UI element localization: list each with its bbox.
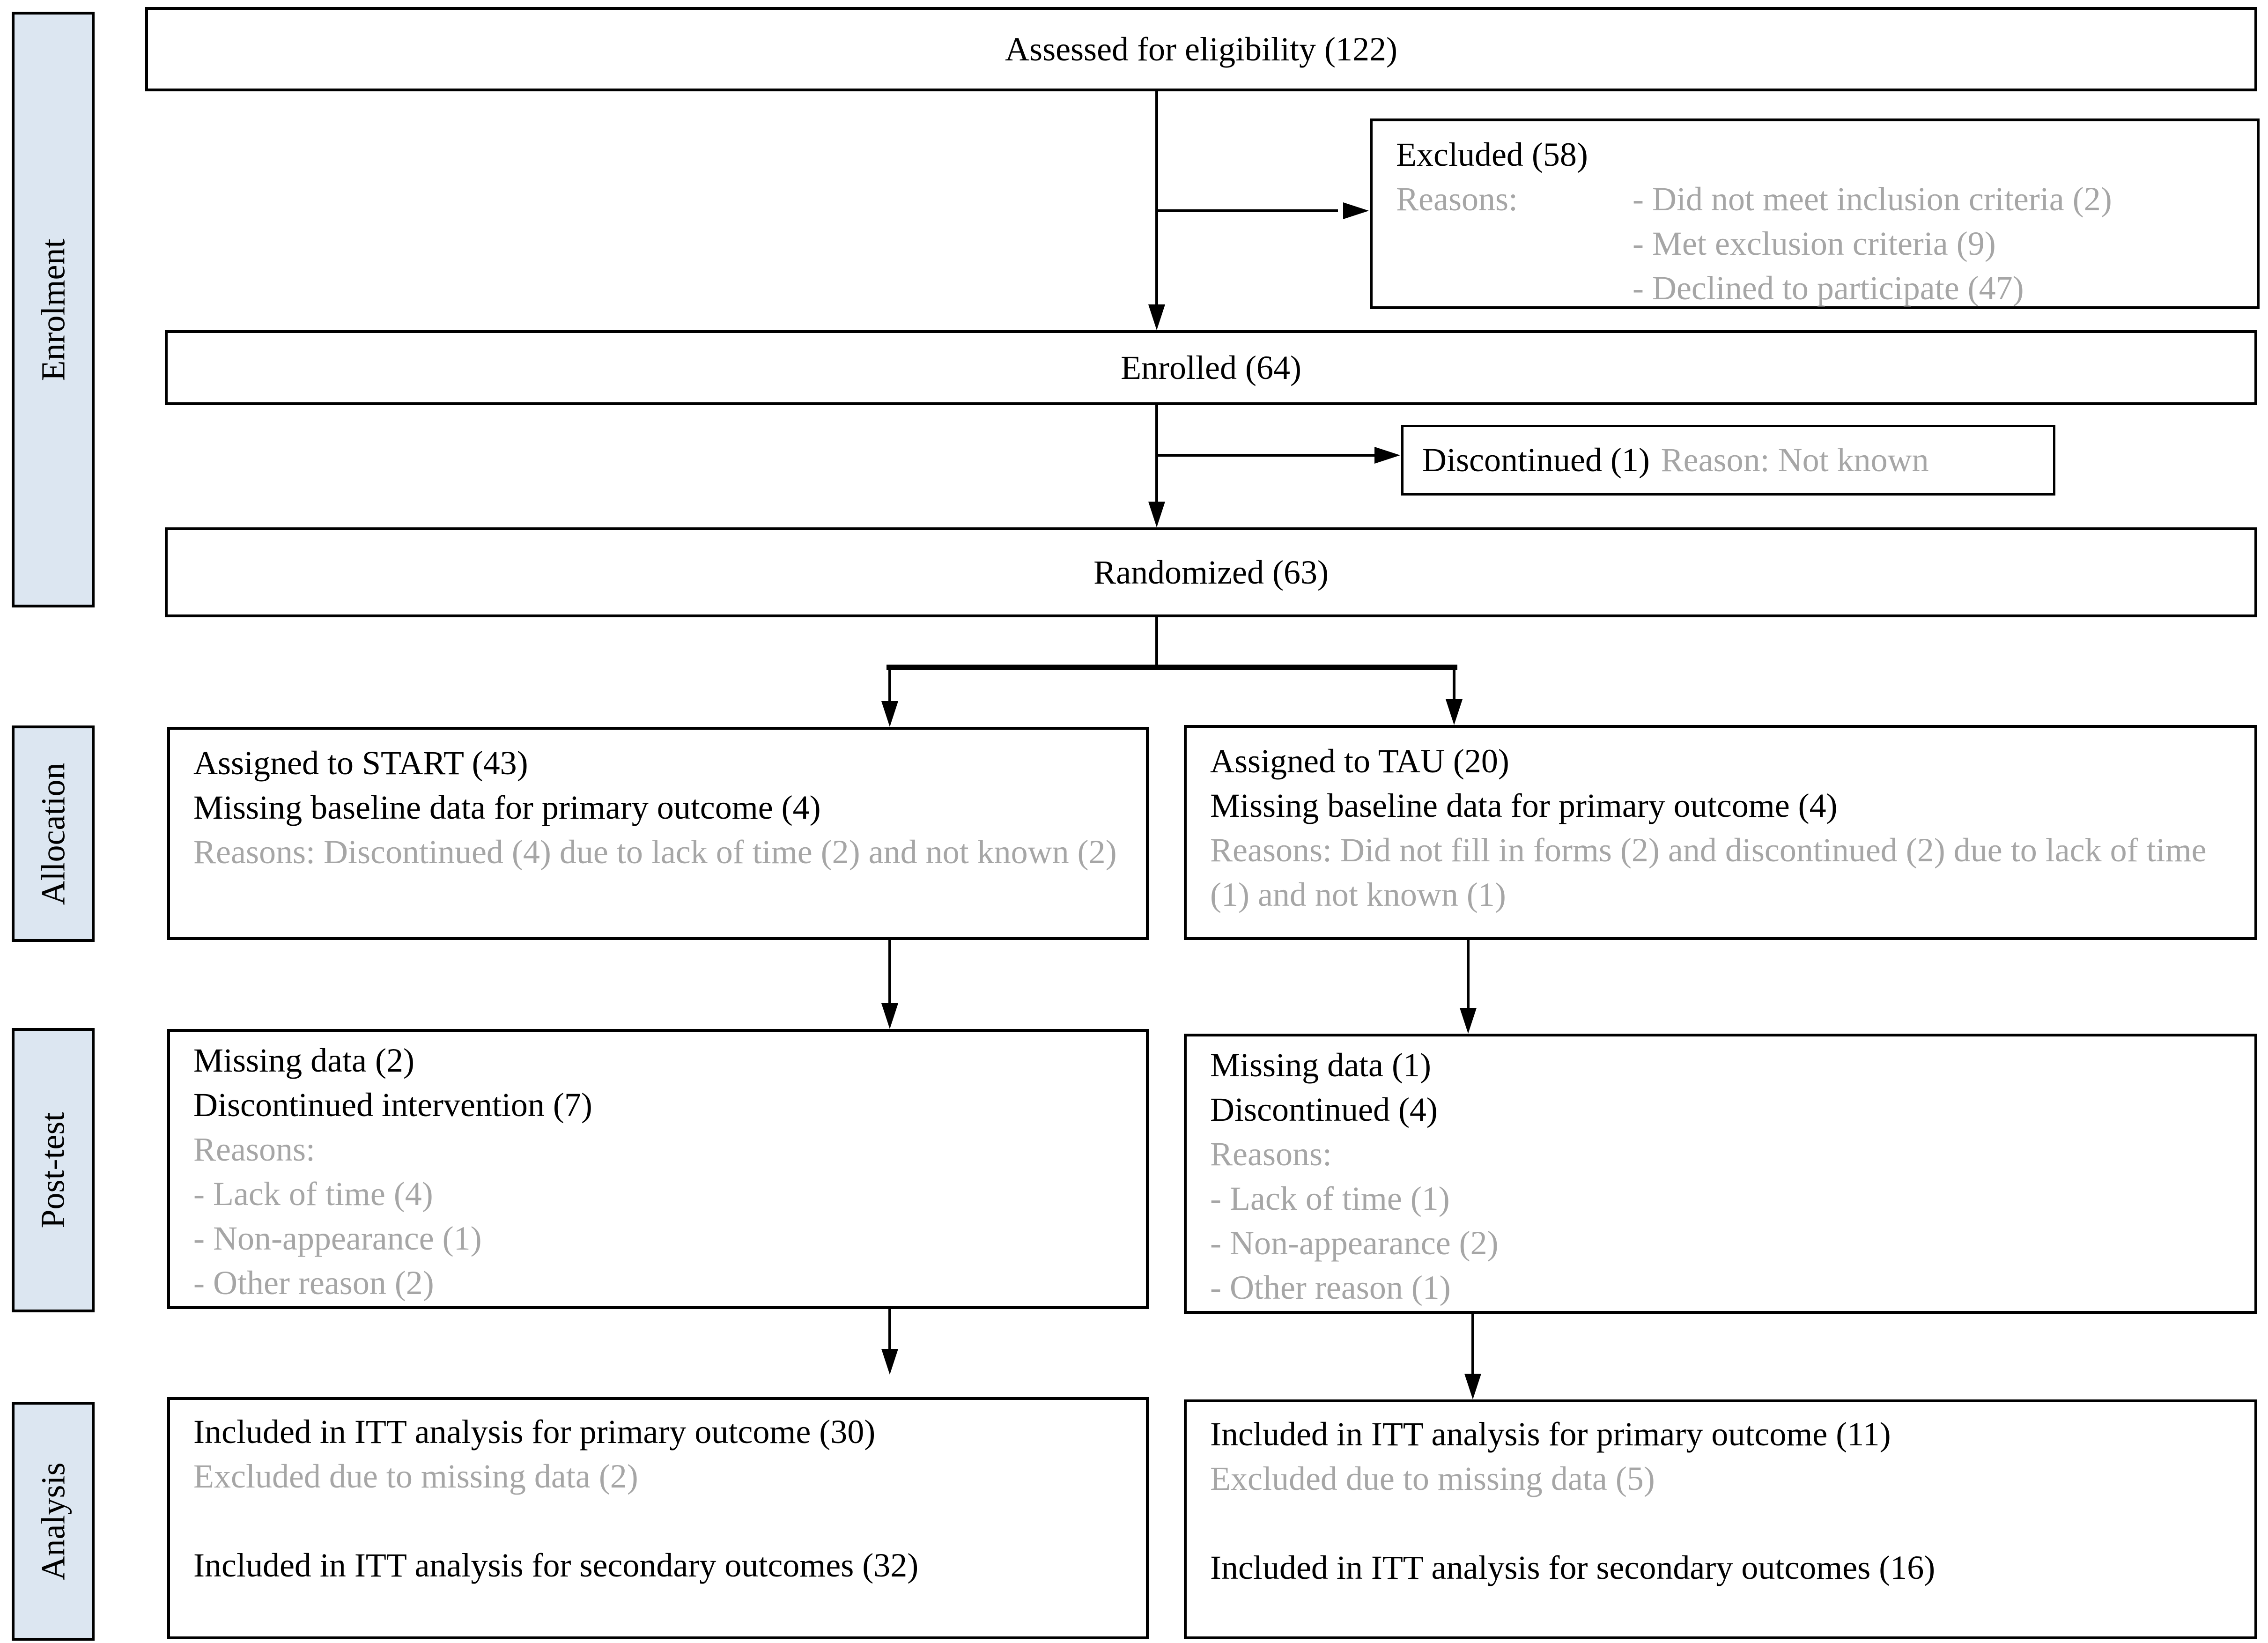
arrowhead-right-discontinued — [1374, 447, 1400, 464]
connector-split-alloc-start — [888, 667, 891, 703]
analysis-start-line3: Included in ITT analysis for secondary o… — [193, 1547, 919, 1584]
post-test-start-line1: Missing data (2) — [193, 1042, 414, 1079]
stage-allocation: Allocation — [12, 725, 95, 942]
enrolled-text: Enrolled (64) — [1121, 348, 1301, 386]
post-test-tau-reason-item: - Other reason (1) — [1210, 1269, 1451, 1306]
connector-split-alloc-tau — [1453, 667, 1455, 701]
stage-enrolment-label: Enrolment — [34, 238, 72, 381]
connector-post-analysis-start — [888, 1309, 891, 1350]
allocation-tau-line1: Assigned to TAU (20) — [1210, 742, 1509, 780]
analysis-start-box: Included in ITT analysis for primary out… — [167, 1397, 1149, 1639]
excluded-reason-item: - Declined to participate (47) — [1633, 269, 2024, 307]
analysis-tau-line2: Excluded due to missing data (5) — [1210, 1460, 1655, 1497]
post-test-start-reasons-label: Reasons: — [193, 1131, 315, 1168]
arrowhead-down-analysis-tau — [1464, 1374, 1481, 1399]
post-test-start-reason-item: - Non-appearance (1) — [193, 1220, 482, 1257]
connector-randomized-split — [1155, 617, 1158, 667]
post-test-start-box: Missing data (2) Discontinued interventi… — [167, 1029, 1149, 1309]
connector-post-analysis-tau — [1471, 1314, 1474, 1375]
allocation-start-box: Assigned to START (43) Missing baseline … — [167, 727, 1149, 940]
stage-allocation-label: Allocation — [34, 762, 72, 905]
stage-post-test-label: Post-test — [34, 1112, 72, 1229]
discontinued-box: Discontinued (1) Reason: Not known — [1401, 425, 2055, 496]
allocation-start-line2: Missing baseline data for primary outcom… — [193, 789, 821, 826]
connector-enrolled-randomized — [1155, 405, 1158, 502]
post-test-tau-box: Missing data (1) Discontinued (4) Reason… — [1184, 1034, 2257, 1314]
allocation-tau-reasons: Reasons: Did not fill in forms (2) and d… — [1210, 831, 2207, 913]
analysis-tau-line1: Included in ITT analysis for primary out… — [1210, 1415, 1891, 1453]
analysis-start-line2: Excluded due to missing data (2) — [193, 1458, 638, 1495]
randomized-box: Randomized (63) — [165, 527, 2257, 617]
excluded-title: Excluded (58) — [1396, 136, 1588, 173]
post-test-start-line2: Discontinued intervention (7) — [193, 1086, 592, 1124]
blank-line — [193, 1499, 1123, 1543]
post-test-tau-reasons-label: Reasons: — [1210, 1135, 1332, 1173]
stage-enrolment: Enrolment — [12, 12, 95, 607]
discontinued-reason-text: Reason: Not known — [1661, 441, 1929, 479]
post-test-tau-line2: Discontinued (4) — [1210, 1091, 1438, 1128]
excluded-reasons-label: Reasons: — [1396, 180, 1518, 218]
allocation-start-line1: Assigned to START (43) — [193, 744, 528, 782]
post-test-tau-reason-item: - Lack of time (1) — [1210, 1180, 1450, 1217]
allocation-tau-line2: Missing baseline data for primary outcom… — [1210, 787, 1838, 824]
arrowhead-right-excluded — [1343, 202, 1369, 219]
connector-alloc-post-tau — [1467, 940, 1470, 1009]
stage-post-test: Post-test — [12, 1028, 95, 1312]
arrowhead-down-randomized — [1148, 502, 1165, 527]
randomized-text: Randomized (63) — [1093, 553, 1329, 591]
excluded-reason-item: - Met exclusion criteria (9) — [1633, 225, 1996, 262]
excluded-box: Excluded (58) Reasons: - Did not meet in… — [1370, 118, 2260, 309]
connector-branch-excluded — [1155, 209, 1338, 212]
connector-branch-discontinued — [1155, 454, 1374, 457]
arrowhead-down-alloc-start — [881, 701, 898, 727]
excluded-reason-item: - Did not meet inclusion criteria (2) — [1633, 180, 2112, 218]
arrowhead-down-post-start — [881, 1003, 898, 1029]
stage-analysis-label: Analysis — [34, 1462, 72, 1580]
allocation-start-reasons: Reasons: Discontinued (4) due to lack of… — [193, 833, 1117, 871]
arrowhead-down-post-tau — [1460, 1008, 1477, 1034]
post-test-tau-reason-item: - Non-appearance (2) — [1210, 1224, 1499, 1262]
analysis-start-line1: Included in ITT analysis for primary out… — [193, 1413, 876, 1451]
connector-assessed-enrolled — [1155, 91, 1158, 307]
connector-alloc-post-start — [888, 940, 891, 1004]
blank-line — [1210, 1501, 2231, 1546]
arrowhead-down-enrolled — [1148, 304, 1165, 330]
excluded-reasons-list: - Did not meet inclusion criteria (2) - … — [1633, 177, 2112, 311]
assessed-text: Assessed for eligibility (122) — [1005, 30, 1397, 68]
post-test-start-reason-item: - Lack of time (4) — [193, 1175, 433, 1213]
allocation-tau-box: Assigned to TAU (20) Missing baseline da… — [1184, 725, 2257, 940]
assessed-box: Assessed for eligibility (122) — [145, 7, 2257, 91]
post-test-tau-line1: Missing data (1) — [1210, 1046, 1431, 1084]
discontinued-text: Discontinued (1) — [1422, 441, 1650, 479]
post-test-start-reason-item: - Other reason (2) — [193, 1264, 434, 1302]
connector-split-bar — [887, 665, 1457, 670]
stage-analysis: Analysis — [12, 1402, 95, 1641]
arrowhead-down-alloc-tau — [1446, 699, 1463, 725]
enrolled-box: Enrolled (64) — [165, 330, 2257, 405]
analysis-tau-box: Included in ITT analysis for primary out… — [1184, 1399, 2257, 1639]
analysis-tau-line3: Included in ITT analysis for secondary o… — [1210, 1549, 1936, 1586]
arrowhead-down-analysis-start — [881, 1349, 898, 1375]
